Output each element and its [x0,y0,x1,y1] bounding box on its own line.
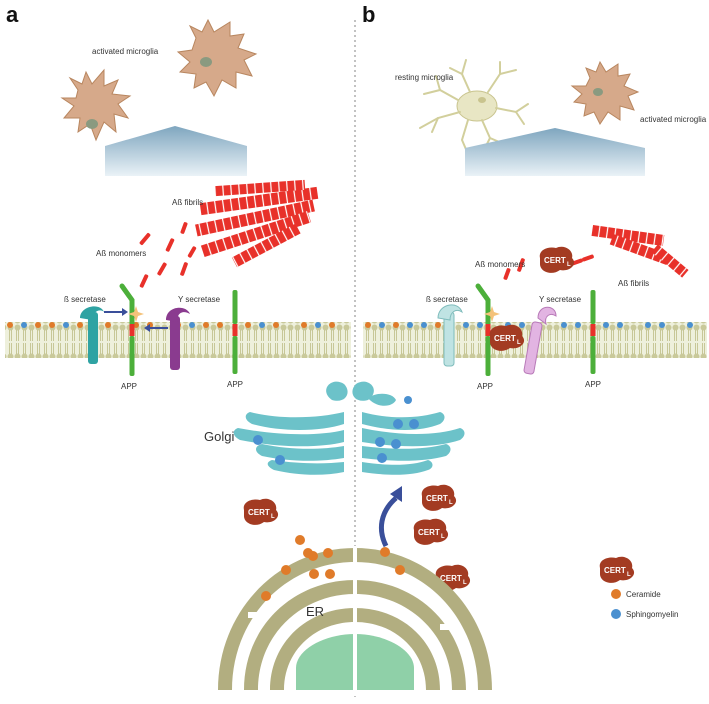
label-abeta-fibrils-a: Aß fibrils [172,198,203,207]
label-app-a2: APP [227,380,243,389]
label-activated-microglia-a: activated microglia [92,47,159,56]
cleavage-star-a [128,306,144,322]
cert-blob-a: CERT L [243,498,279,525]
legend-cert: CERT L [599,556,635,583]
abeta-monomers-a [139,222,197,288]
app-a1 [119,283,135,376]
beta-secretase-a [80,306,104,364]
label-app-b1: APP [477,382,493,391]
label-gamma-secretase-b: Y secretase [539,295,582,304]
cert-sub-text: L [567,262,571,268]
transport-arrow [378,496,398,548]
label-abeta-fibrils-b: Aß fibrils [618,279,649,288]
cleavage-star-b [484,306,500,322]
label-app-b2: APP [585,380,601,389]
cert-sub-text: L [627,572,631,578]
cert-blob-b2: CERT L [413,518,449,545]
cert-sub-text: L [441,534,445,540]
label-abeta-monomers-a: Aß monomers [96,249,146,258]
golgi-a-sphingomyelin [253,435,285,465]
label-gamma-secretase-a: Y secretase [178,295,221,304]
gamma-secretase-b [523,306,557,375]
golgi-a [233,381,348,475]
legend-ceramide-label: Ceramide [626,590,661,599]
activated-microglia-a1 [60,68,132,142]
legend: CERT L Ceramide Sphingomyelin [599,556,678,619]
label-abeta-monomers-b: Aß monomers [475,260,525,269]
mound-b [465,128,645,176]
legend-sphingomyelin-dot [611,609,621,619]
abeta-monomers-b [503,254,594,280]
activated-microglia-a2 [176,18,258,98]
endoplasmic-reticulum [218,546,492,696]
cert-text: CERT [426,494,448,503]
label-golgi: Golgi [204,429,234,444]
mound-a [105,126,247,176]
gamma-secretase-a [166,307,190,370]
panel-label-a: a [6,2,19,27]
cert-sub-text: L [463,580,467,586]
label-app-a1: APP [121,382,137,391]
legend-sphingomyelin-label: Sphingomyelin [626,610,678,619]
cert-blob-b-membrane: CERT L [489,324,525,351]
cert-text: CERT [248,508,270,517]
label-er: ER [306,604,324,619]
cert-sub-text: L [517,340,521,346]
membrane-a-ceramide-heads [7,322,335,328]
label-beta-secretase-a: ß secretase [64,295,106,304]
activated-microglia-b [570,60,640,125]
cert-text: CERT [494,334,516,343]
cert-text: CERT [544,256,566,265]
arrowhead-beta-a [122,308,128,316]
cert-blob-b-monomer: CERT L [539,246,575,273]
panel-label-b: b [362,2,375,27]
cert-text: CERT [418,528,440,537]
resting-microglia [419,59,529,155]
cert-blob-b1: CERT L [421,484,457,511]
app-b2 [590,290,596,374]
cert-sub-text: L [449,500,453,506]
label-activated-microglia-b: activated microglia [640,115,707,124]
app-a2 [232,290,238,374]
abeta-fibrils-a [195,179,319,268]
abeta-fibrils-b [591,225,689,278]
cert-sub-text: L [271,514,275,520]
transport-arrowhead [390,486,402,502]
cert-text: CERT [604,566,626,575]
arrowhead-gamma-a [144,324,150,332]
beta-secretase-b [437,304,463,367]
label-beta-secretase-b: ß secretase [426,295,468,304]
cert-text: CERT [440,574,462,583]
membrane-b-sphingomyelin-heads [365,322,693,328]
app-b1 [475,283,491,376]
label-resting-microglia: resting microglia [395,73,454,82]
er-ceramide-dots [261,535,405,601]
golgi-b-sphingomyelin [375,396,419,463]
legend-ceramide-dot [611,589,621,599]
golgi-b [352,381,465,475]
